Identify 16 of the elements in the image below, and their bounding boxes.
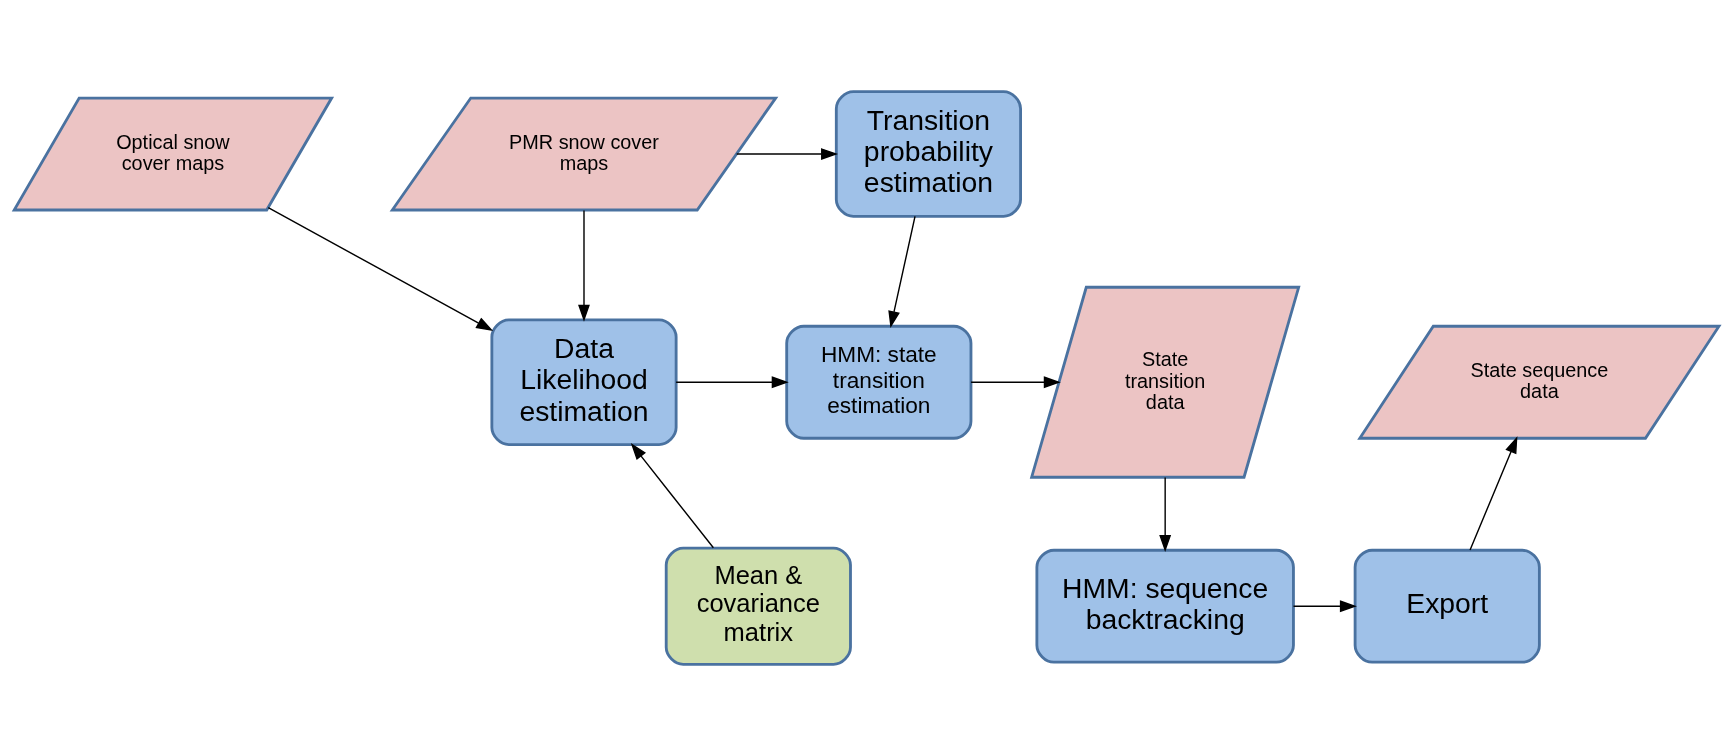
arrow <box>578 209 590 322</box>
node-box: HMM: sequence backtracking <box>1035 548 1295 664</box>
arrow <box>1469 436 1518 551</box>
node-box: Data Likelihood estimation <box>490 318 678 447</box>
arrow <box>888 215 916 329</box>
arrow <box>1159 476 1172 553</box>
arrow <box>1292 600 1357 613</box>
arrow <box>630 443 715 549</box>
node-box: HMM: state transition estimation <box>785 324 973 440</box>
arrow <box>267 207 494 332</box>
node-box: Transition probability estimation <box>834 90 1022 218</box>
node-box: Mean & covariance matrix <box>664 546 852 666</box>
arrow <box>970 376 1061 389</box>
arrow <box>736 148 839 160</box>
node-box: Export <box>1353 548 1541 664</box>
arrow <box>675 376 789 389</box>
